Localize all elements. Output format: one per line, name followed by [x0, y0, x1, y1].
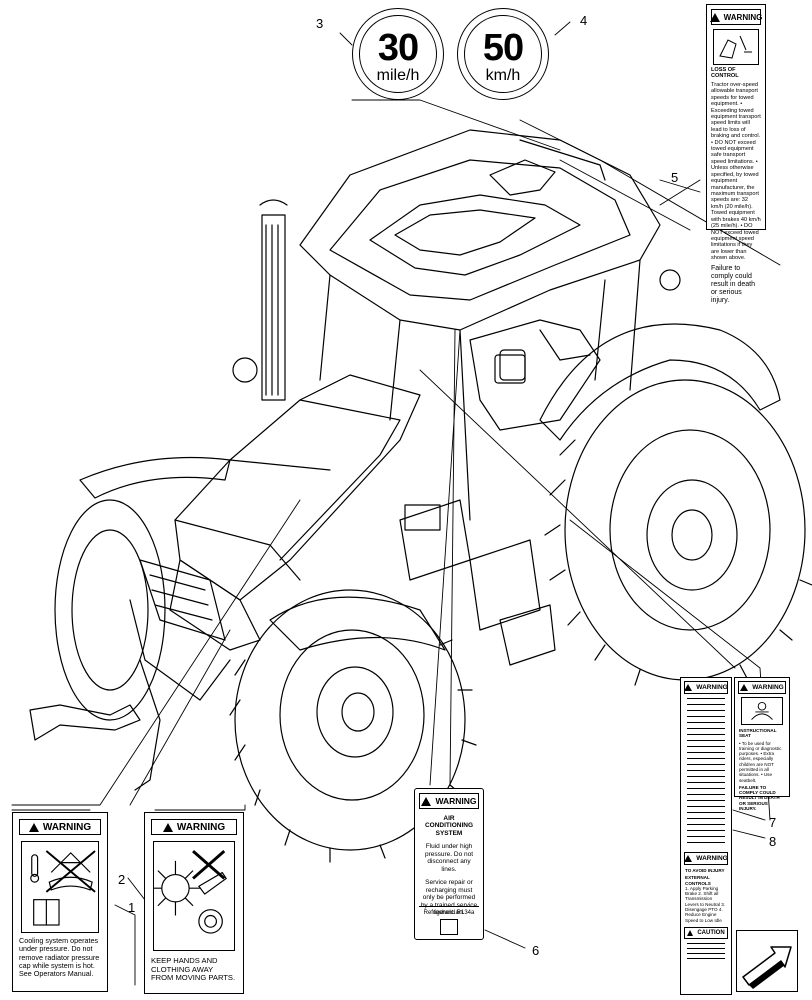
callout-7: 7	[769, 815, 777, 830]
hood	[174, 374, 421, 601]
decal-title: INSTRUCTIONAL SEAT	[739, 728, 777, 739]
radiator-cap-icon	[21, 841, 99, 933]
decal-text: KEEP HANDS AND CLOTHING AWAY FROM MOVING…	[151, 956, 236, 983]
decal-footer: FAILURE TO COMPLY COULD RESULT IN DEATH …	[739, 784, 780, 811]
left-front-fender	[79, 456, 231, 499]
warning-triangle-icon	[740, 684, 749, 691]
right-front-wheel	[234, 589, 466, 851]
decal-title: AIR CONDITIONING SYSTEM	[424, 815, 474, 837]
decal-header: WARNING	[151, 819, 237, 835]
callout-6: 6	[532, 943, 540, 958]
warning-triangle-icon	[684, 684, 693, 691]
decal-caution-lines	[687, 942, 725, 961]
decal-loss-of-control: WARNING LOSS OF CONTROL Tractor over-spe…	[706, 4, 766, 304]
speed-unit: km/h	[485, 67, 521, 84]
decal-text: Cooling system operates under pressure. …	[19, 936, 100, 979]
warning-triangle-icon	[162, 822, 173, 832]
decal-footer: Failure to comply could result in death …	[711, 264, 755, 304]
warning-triangle-icon	[709, 12, 720, 22]
left-front-wheel	[54, 499, 166, 721]
speed-value: 50	[482, 27, 524, 69]
decal-text-lines	[687, 698, 725, 848]
nav-arrow-icon	[742, 946, 792, 989]
decal-title: TO AVOID INJURY	[685, 868, 725, 873]
decal-instructional-seat: WARNING INSTRUCTIONAL SEAT • To be used …	[734, 677, 790, 811]
speed-unit: mile/h	[376, 67, 420, 84]
decal-controls: EXTERNAL CONTROLS	[685, 875, 711, 886]
decal-moving-parts: WARNING KEEP HANDS AND CLOTHING AWAY FRO…	[144, 812, 244, 994]
callout-3: 3	[316, 16, 324, 31]
speed-sign-50-kmh: 50 km/h	[457, 8, 549, 100]
callout-1: 1	[128, 900, 136, 915]
decal-to-avoid-injury: WARNING WARNING TO AVOID INJURY EXTERNAL…	[680, 677, 732, 995]
sign-inner-ring	[464, 15, 542, 93]
rear-fender	[539, 323, 781, 441]
decal-header: WARNING	[19, 819, 101, 835]
decal-header: WARNING	[709, 9, 762, 25]
warning-triangle-icon	[684, 855, 693, 862]
decal-air-conditioning: WARNING AIR CONDITIONING SYSTEM Fluid un…	[414, 788, 484, 940]
warning-triangle-icon	[421, 796, 432, 806]
decal-header-2: WARNING	[684, 852, 728, 865]
callout-8: 8	[769, 834, 777, 849]
callout-5: 5	[671, 170, 679, 185]
refrigerant-label: Refrigerant: R134a	[423, 910, 475, 916]
decal-caution-header: CAUTION	[684, 926, 728, 939]
decal-line1: Fluid under high pressure. Do not discon…	[424, 843, 474, 873]
decal-items: 1. Apply Parking Brake 2. Shift all Tran…	[685, 885, 726, 923]
decal-line2: Service repair or recharging must only b…	[420, 879, 478, 917]
decal-body: • To be used for training or diagnostic …	[739, 740, 782, 783]
decal-header: WARNING	[738, 681, 786, 694]
decal-cooling-system: WARNING Cooling system operates under pr…	[12, 812, 108, 992]
nav-arrow-button[interactable]	[736, 930, 798, 992]
exhaust-stack	[261, 214, 286, 401]
warning-triangle-icon	[28, 822, 39, 832]
decal-footer-row: Refrigerant: R134a	[419, 906, 479, 935]
cab-roof	[299, 129, 661, 331]
fan-hand-icon	[150, 841, 235, 951]
decal-body: Tractor over-speed allowable transport s…	[711, 81, 761, 262]
speed-value: 30	[377, 27, 419, 69]
callout-2: 2	[118, 872, 126, 887]
speed-sign-30-mph: 30 mile/h	[352, 8, 444, 100]
rear-wheel	[564, 379, 806, 681]
manual-book-icon	[440, 919, 458, 935]
callout-4: 4	[580, 13, 588, 28]
sign-inner-ring	[359, 15, 437, 93]
decal-header: WARNING	[684, 681, 728, 694]
tractor-towing-icon	[713, 29, 759, 65]
caution-triangle-icon	[687, 929, 694, 936]
decal-header: WARNING	[419, 793, 479, 809]
seat-icon	[741, 697, 783, 725]
decal-title: LOSS OF CONTROL	[711, 67, 739, 80]
